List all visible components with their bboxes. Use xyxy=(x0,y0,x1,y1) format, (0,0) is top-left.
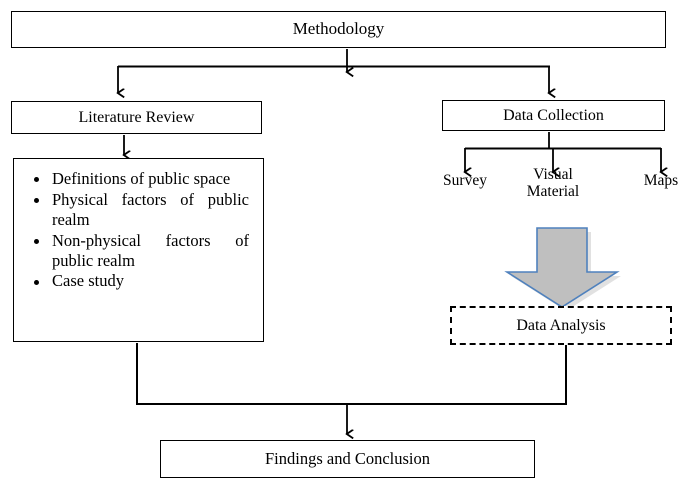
branch-label-visual-line-1: Material xyxy=(526,183,580,201)
node-findings-label: Findings and Conclusion xyxy=(264,448,430,468)
node-methodology-label: Methodology xyxy=(292,19,385,39)
list-item: Case study xyxy=(34,270,251,290)
down-block-arrow xyxy=(504,227,621,311)
node-literature-review[interactable]: Literature Review xyxy=(11,101,262,134)
list-item: Non-physical factors of public realm xyxy=(34,230,251,271)
literature-item-2: Non-physical factors of public realm xyxy=(52,230,249,270)
node-findings-and-conclusion[interactable]: Findings and Conclusion xyxy=(160,440,535,478)
branch-label-maps: Maps xyxy=(621,172,700,189)
branch-label-visual-line-0: Visual xyxy=(533,166,573,183)
branch-label-maps-line-0: Maps xyxy=(643,172,679,189)
list-item: Physical factors of public realm xyxy=(34,189,251,230)
node-data-analysis[interactable]: Data Analysis xyxy=(450,306,672,345)
branch-label-survey: Survey xyxy=(425,172,505,189)
branch-label-visual-material: Visual Material xyxy=(513,166,593,201)
literature-item-3: Case study xyxy=(52,270,124,290)
node-data-collection-label: Data Collection xyxy=(503,106,604,124)
literature-item-1: Physical factors of public realm xyxy=(52,189,249,229)
literature-items-list: Definitions of public space Physical fac… xyxy=(26,169,251,290)
node-data-collection[interactable]: Data Collection xyxy=(442,100,665,131)
node-literature-review-label: Literature Review xyxy=(78,108,195,126)
branch-label-survey-line-0: Survey xyxy=(443,172,487,189)
node-methodology[interactable]: Methodology xyxy=(11,11,666,48)
list-item: Definitions of public space xyxy=(34,169,251,189)
literature-review-items-box: Definitions of public space Physical fac… xyxy=(13,158,264,342)
node-data-analysis-label: Data Analysis xyxy=(516,316,606,334)
literature-item-0: Definitions of public space xyxy=(52,169,231,188)
